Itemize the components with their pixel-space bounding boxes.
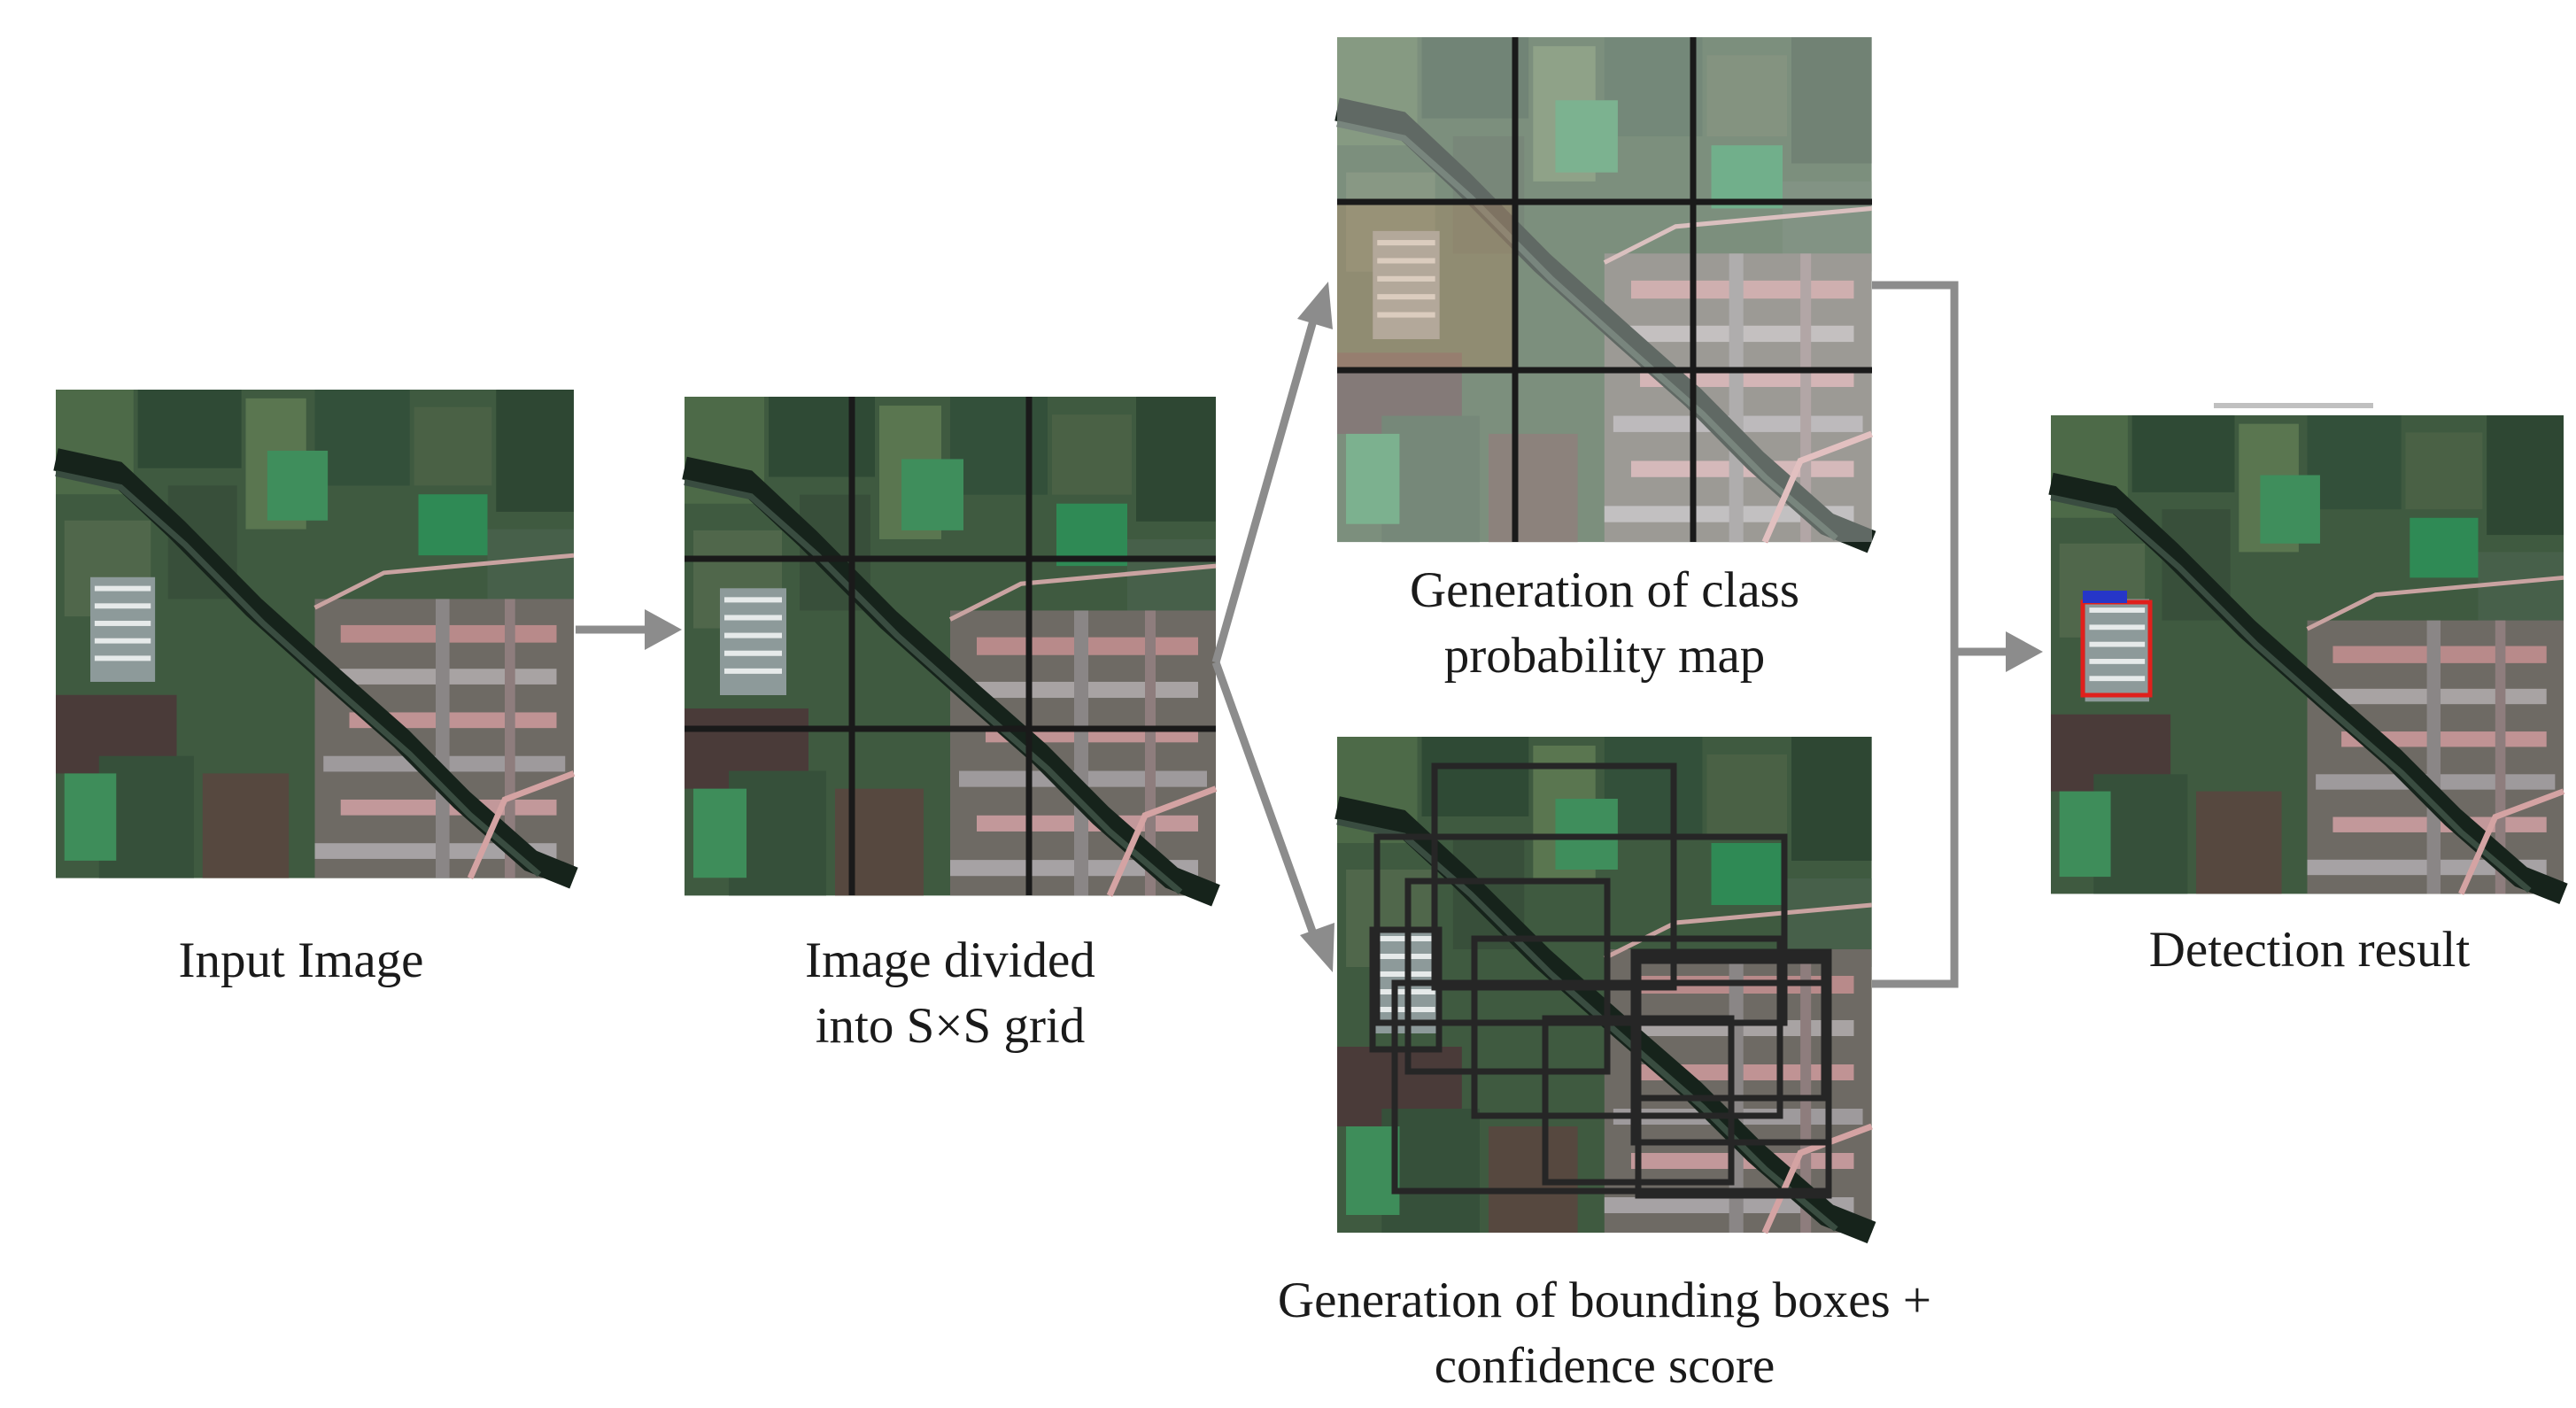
detection-result-image xyxy=(2051,403,2564,894)
class-map-grid-lines xyxy=(1337,37,1872,542)
grid-image-label: Image divided into S×S grid xyxy=(805,932,1095,1054)
arrow-input-to-grid xyxy=(576,609,682,650)
class-map-label: Generation of class probability map xyxy=(1410,562,1799,684)
arrow-grid-to-class-map xyxy=(1211,282,1333,664)
class-probability-map-image xyxy=(1337,37,1872,542)
detection-box xyxy=(2080,591,2153,698)
arrow-grid-to-bboxes xyxy=(1211,661,1334,972)
grid-lines xyxy=(685,397,1216,895)
input-image xyxy=(56,390,574,878)
bounding-boxes-image xyxy=(1337,737,1872,1233)
detection-caption-strip xyxy=(2214,403,2373,408)
bounding-boxes-label: Generation of bounding boxes + confidenc… xyxy=(1277,1273,1932,1394)
candidate-boxes xyxy=(1369,762,1832,1199)
merge-connector xyxy=(1872,281,2010,988)
grid-image xyxy=(685,397,1216,895)
arrow-to-result xyxy=(2006,631,2043,672)
detection-result-label: Detection result xyxy=(2148,922,2471,978)
input-image-label: Input Image xyxy=(178,932,424,988)
